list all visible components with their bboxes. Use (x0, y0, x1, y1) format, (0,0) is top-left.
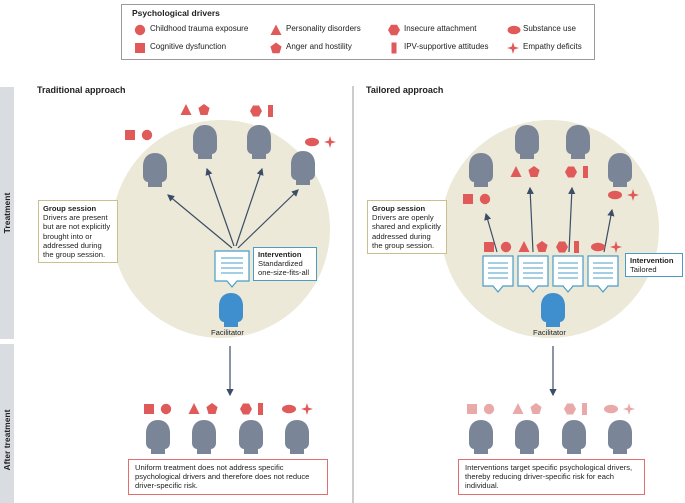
driver-symbols (180, 104, 210, 115)
legend: Psychological drivers Childhood trauma e… (121, 4, 595, 60)
driver-symbols (564, 403, 587, 415)
document-icon (552, 255, 584, 293)
head-icon (469, 420, 493, 454)
tailored-arrow-2 (526, 186, 534, 253)
bar-icon (391, 42, 397, 54)
arrow-to-participant-2 (205, 167, 235, 247)
group-session-title: Group session (43, 204, 97, 213)
driver-symbols (144, 403, 172, 415)
head-icon (515, 420, 539, 454)
traditional-outcome-text: Uniform treatment does not address speci… (135, 463, 310, 491)
facilitator-label: Facilitator (211, 328, 244, 337)
triangle-icon (270, 24, 282, 35)
driver-symbols (463, 193, 491, 205)
driver-symbols (188, 403, 218, 414)
driver-symbols (510, 166, 540, 177)
tailored-intervention-box: Intervention Tailored (625, 253, 683, 278)
head-icon (515, 125, 539, 159)
driver-symbols (556, 241, 579, 253)
after-treatment-band (0, 344, 14, 503)
square-icon (135, 43, 145, 53)
head-icon (192, 420, 216, 454)
intervention-text: Standardized one-size-fits-all (258, 259, 310, 278)
head-icon (193, 125, 217, 159)
head-icon (247, 125, 271, 159)
head-icon (146, 420, 170, 454)
tailored-arrow-1 (484, 212, 498, 253)
tailored-heading: Tailored approach (366, 85, 444, 95)
facilitator-icon (219, 293, 243, 327)
facilitator-label: Facilitator (533, 328, 566, 337)
driver-symbols (565, 166, 588, 178)
head-icon (469, 153, 493, 187)
driver-symbols (305, 136, 336, 148)
driver-symbols (608, 189, 639, 201)
arrow-to-participant-1 (167, 194, 233, 249)
facilitator-icon (541, 293, 565, 327)
driver-symbols (591, 241, 622, 253)
driver-symbols (467, 403, 495, 415)
intervention-title: Intervention (258, 250, 302, 259)
legend-title: Psychological drivers (132, 8, 220, 18)
traditional-heading: Traditional approach (37, 85, 126, 95)
traditional-intervention-box: Intervention Standardized one-size-fits-… (253, 247, 317, 281)
group-session-text: Drivers are present but are not explicit… (43, 213, 111, 260)
group-session-title: Group session (372, 204, 426, 213)
traditional-outcome-box: Uniform treatment does not address speci… (128, 459, 328, 495)
tailored-outcome-box: Interventions target specific psychologi… (458, 459, 645, 495)
document-icon (482, 255, 514, 293)
head-icon (608, 153, 632, 187)
intervention-title: Intervention (630, 256, 674, 265)
hexagon-icon (388, 24, 400, 36)
driver-symbols (125, 129, 153, 141)
head-icon (143, 153, 167, 187)
document-icon (587, 255, 619, 293)
driver-symbols (518, 241, 548, 252)
head-icon (285, 420, 309, 454)
traditional-group-session-box: Group session Drivers are present but ar… (38, 200, 118, 264)
driver-symbols (250, 105, 273, 117)
tailored-outcome-text: Interventions target specific psychologi… (465, 463, 633, 491)
treatment-band (0, 87, 14, 339)
ellipse-icon (507, 25, 521, 35)
driver-symbols (484, 241, 512, 253)
driver-symbols (282, 403, 313, 415)
intervention-text: Tailored (630, 265, 657, 275)
head-icon (562, 420, 586, 454)
driver-symbols (240, 403, 263, 415)
circle-icon (134, 24, 146, 36)
head-icon (566, 125, 590, 159)
tailored-group-session-box: Group session Drivers are openly shared … (367, 200, 447, 255)
head-icon (608, 420, 632, 454)
driver-symbols (604, 403, 635, 415)
arrow-to-participant-4 (237, 189, 299, 249)
driver-symbols (512, 403, 542, 414)
tailored-arrow-4 (603, 208, 615, 253)
document-icon (517, 255, 549, 293)
tailored-arrow-3 (568, 186, 576, 253)
group-session-text: Drivers are openly shared and explicitly… (372, 213, 441, 250)
star-icon (507, 42, 519, 54)
arrow-to-participant-3 (235, 167, 264, 247)
pentagon-icon (270, 42, 282, 54)
head-icon (239, 420, 263, 454)
document-icon (214, 250, 250, 288)
head-icon (291, 151, 315, 185)
